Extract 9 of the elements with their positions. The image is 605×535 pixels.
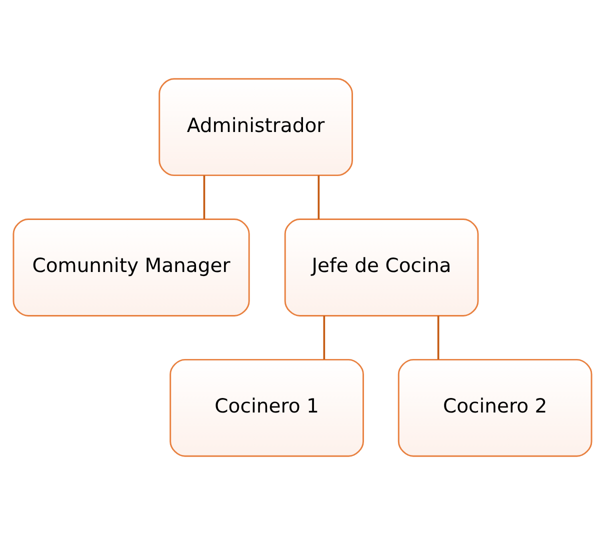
- node-box: Administrador: [158, 78, 353, 176]
- node-box: Comunnity Manager: [12, 218, 250, 316]
- connector: [437, 316, 440, 360]
- connector: [323, 316, 326, 360]
- node-box: Cocinero 2: [398, 358, 592, 457]
- node-box: Jefe de Cocina: [284, 218, 479, 316]
- connector: [203, 175, 206, 220]
- connector: [318, 175, 320, 220]
- node-box: Cocinero 1: [170, 358, 364, 457]
